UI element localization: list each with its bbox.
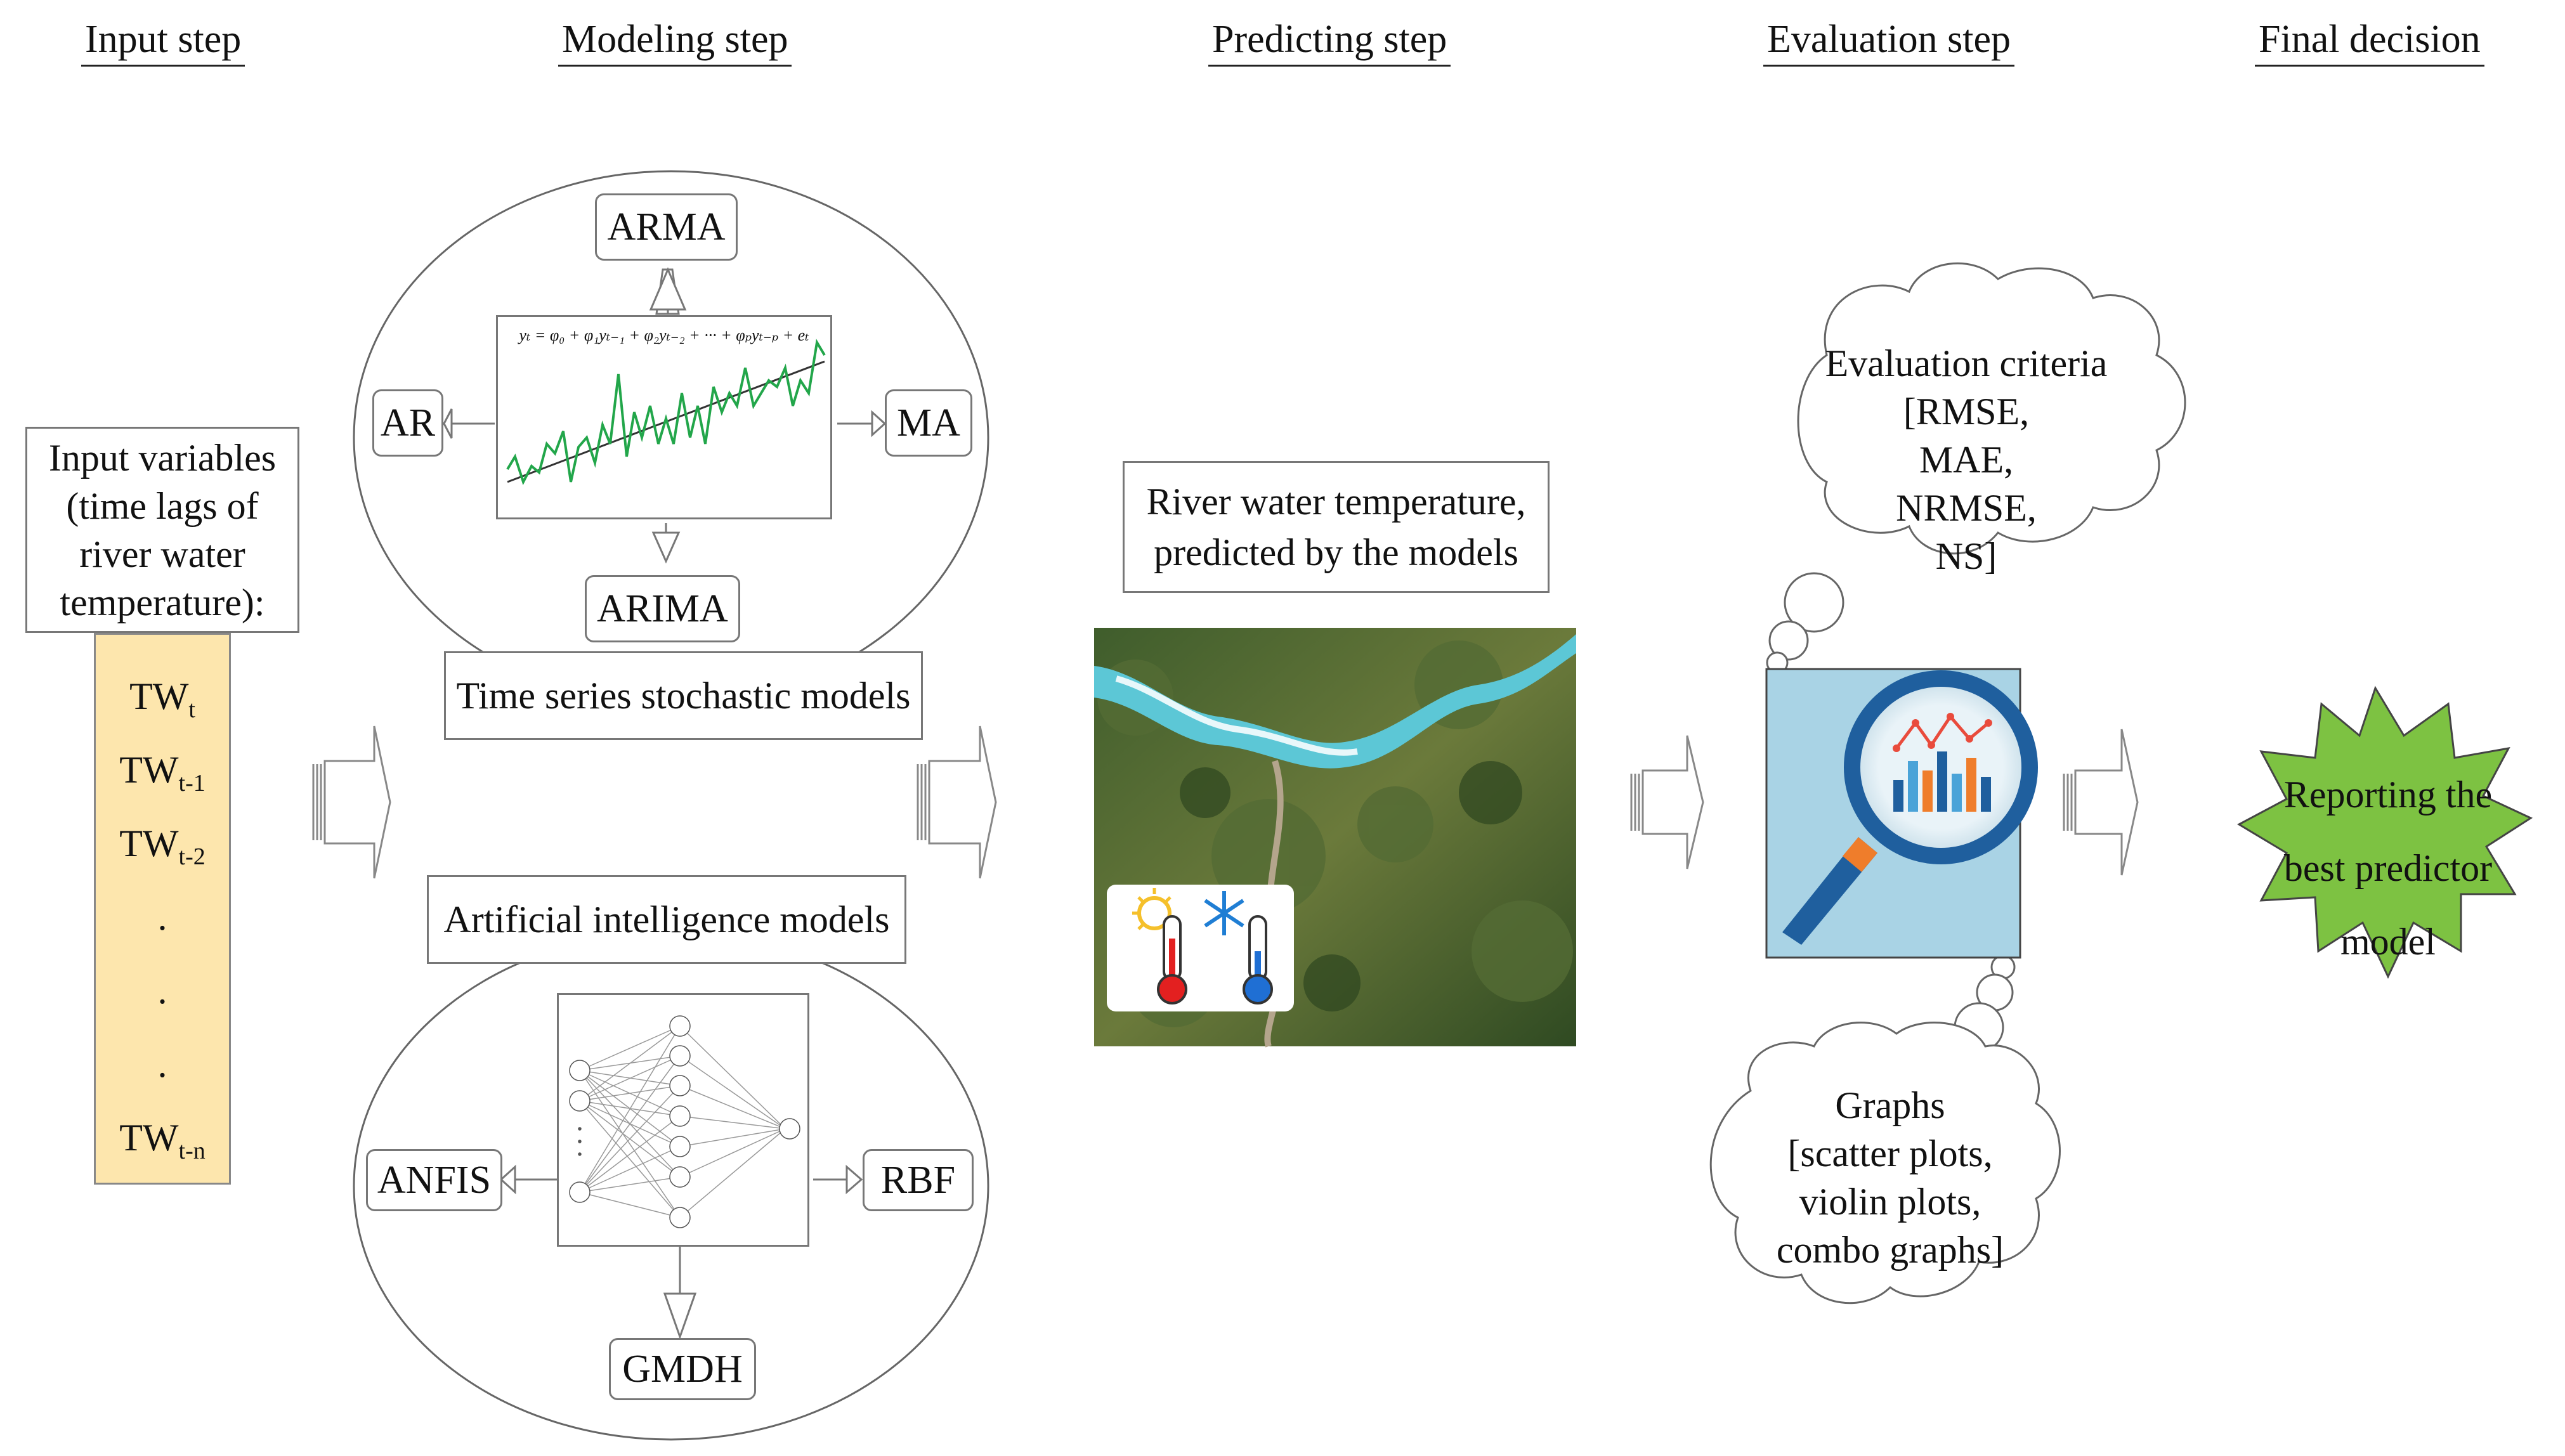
graphs-cloud bbox=[1709, 954, 2061, 1304]
arrow-head-arma bbox=[649, 267, 687, 311]
input-title-line-3: river water bbox=[79, 533, 245, 575]
lag-item-dot-2: . bbox=[157, 970, 167, 1011]
prediction-caption-line-2: predicted by the models bbox=[1154, 531, 1518, 573]
lag-item-2: TWt-1 bbox=[119, 749, 206, 796]
lag-item-dot-1: . bbox=[157, 896, 167, 938]
criteria-cloud bbox=[1766, 262, 2186, 674]
prediction-caption-line-1: River water temperature, bbox=[1146, 481, 1526, 523]
model-anfis: ANFIS bbox=[366, 1149, 502, 1211]
arrow-to-arima bbox=[651, 523, 681, 564]
time-series-chart bbox=[506, 339, 826, 486]
lag-item-3: TWt-2 bbox=[119, 822, 206, 870]
criteria-line-2: [RMSE, bbox=[1903, 391, 2030, 432]
model-ar: AR bbox=[372, 389, 443, 457]
model-arma: ARMA bbox=[595, 193, 738, 261]
model-ma: MA bbox=[885, 389, 972, 457]
model-rbf: RBF bbox=[863, 1149, 974, 1211]
prediction-caption: River water temperature, predicted by th… bbox=[1123, 461, 1550, 593]
arrow-to-rbf bbox=[813, 1164, 863, 1195]
input-title-line-4: temperature): bbox=[60, 581, 265, 623]
model-arima: ARIMA bbox=[585, 575, 740, 642]
graphs-line-1: Graphs bbox=[1835, 1084, 1945, 1126]
header-final-decision: Final decision bbox=[2255, 14, 2484, 67]
snowflake-thermometer-icon bbox=[1204, 891, 1273, 1004]
sun-thermometer-icon bbox=[1132, 888, 1187, 1004]
time-series-box: yₜ = φ₀ + φ₁yₜ₋₁ + φ₂yₜ₋₂ + ··· + φₚyₜ₋ₚ… bbox=[496, 315, 832, 519]
neural-network-box bbox=[557, 993, 809, 1247]
final-line-3: model bbox=[2340, 921, 2436, 963]
final-line-2: best predictor bbox=[2283, 847, 2493, 889]
criteria-line-3: MAE, bbox=[1919, 439, 2014, 481]
criteria-line-4: NRMSE, bbox=[1896, 487, 2037, 529]
model-gmdh: GMDH bbox=[609, 1338, 756, 1400]
header-predicting-step: Predicting step bbox=[1208, 14, 1451, 67]
final-decision-star bbox=[2236, 686, 2533, 979]
input-variables-box: Input variables (time lags of river wate… bbox=[25, 427, 299, 633]
flow-arrow-1 bbox=[312, 725, 391, 879]
evaluation-graphs-text: Graphs [scatter plots, violin plots, com… bbox=[1738, 1081, 2042, 1274]
neural-network-diagram bbox=[569, 1015, 800, 1228]
magnifier-chart-icon bbox=[1765, 668, 2038, 959]
header-evaluation-step: Evaluation step bbox=[1763, 14, 2014, 67]
time-lags-box: TWt TWt-1 TWt-2 . . . TWt-n bbox=[94, 633, 231, 1185]
lag-item-1: TWt bbox=[129, 675, 195, 723]
graphs-line-4: combo graphs] bbox=[1776, 1229, 2004, 1271]
graphs-line-3: violin plots, bbox=[1799, 1181, 1981, 1223]
arrow-to-ma bbox=[837, 410, 887, 438]
final-decision-text: Reporting the best predictor model bbox=[2248, 758, 2528, 978]
stochastic-models-label: Time series stochastic models bbox=[444, 651, 923, 740]
lag-item-n: TWt-n bbox=[119, 1117, 206, 1164]
arrow-to-gmdh bbox=[663, 1246, 697, 1340]
header-modeling-step: Modeling step bbox=[558, 14, 792, 67]
ar-equation: yₜ = φ₀ + φ₁yₜ₋₁ + φ₂yₜ₋₂ + ··· + φₚyₜ₋ₚ… bbox=[519, 326, 809, 344]
flow-arrow-4 bbox=[2063, 729, 2139, 876]
criteria-line-5: NS] bbox=[1935, 535, 1997, 577]
input-title-line-1: Input variables bbox=[48, 436, 277, 479]
graphs-line-2: [scatter plots, bbox=[1787, 1133, 1993, 1174]
criteria-line-1: Evaluation criteria bbox=[1825, 342, 2108, 384]
ai-models-label: Artificial intelligence models bbox=[427, 875, 906, 964]
input-title-line-2: (time lags of bbox=[66, 484, 259, 527]
arrow-to-anfis bbox=[499, 1164, 557, 1195]
evaluation-criteria-text: Evaluation criteria [RMSE, MAE, NRMSE, N… bbox=[1801, 339, 2131, 580]
final-line-1: Reporting the bbox=[2283, 774, 2493, 816]
header-input-step: Input step bbox=[81, 14, 245, 67]
arrow-head-ar bbox=[443, 408, 495, 439]
magnifier-bars bbox=[1893, 751, 1991, 812]
lag-item-dot-3: . bbox=[157, 1043, 167, 1085]
flow-arrow-3 bbox=[1630, 735, 1704, 869]
flow-arrow-2 bbox=[917, 725, 997, 879]
